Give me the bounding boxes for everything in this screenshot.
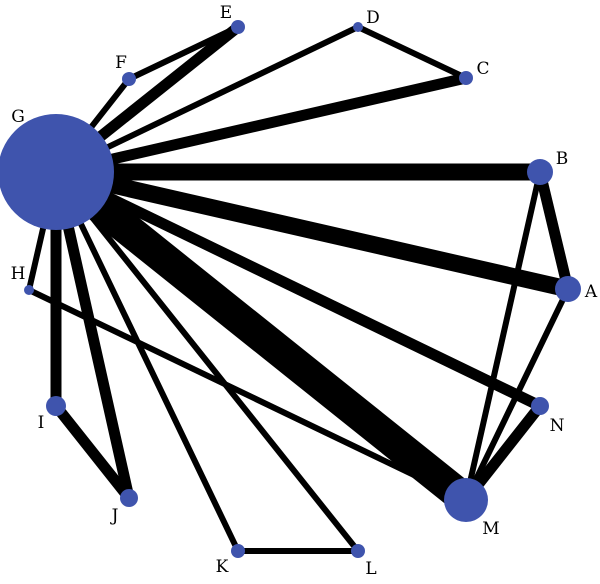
node-label-l: L [365, 559, 376, 579]
node-label-e: E [220, 3, 232, 23]
node-label-d: D [366, 8, 380, 28]
node-b [527, 159, 553, 185]
edge-h-m [27, 287, 468, 503]
node-l [351, 544, 365, 558]
edge-g-a [54, 163, 570, 298]
edge-g-n [53, 167, 543, 411]
node-h [24, 285, 34, 295]
node-d [353, 22, 363, 32]
node-label-g: G [11, 107, 25, 127]
node-label-i: I [38, 413, 45, 433]
labels-layer: A B C D E F G H I J K L M N [11, 3, 598, 579]
node-label-f: F [115, 53, 127, 73]
edge-g-c [54, 72, 468, 178]
node-label-k: K [216, 557, 229, 577]
node-label-b: B [556, 149, 569, 169]
node-i [46, 396, 66, 416]
node-e [231, 20, 245, 34]
node-label-c: C [476, 59, 489, 79]
edge-b-m [463, 171, 543, 501]
edge-e-f [127, 24, 240, 82]
edges-layer [26, 22, 574, 554]
node-label-h: H [11, 264, 26, 284]
node-n [531, 397, 549, 415]
node-label-a: A [584, 282, 598, 302]
node-f [122, 72, 136, 86]
node-m [444, 478, 488, 522]
node-label-j: J [110, 506, 119, 526]
node-label-n: N [550, 416, 565, 436]
nodes-layer [0, 20, 581, 558]
edge-b-a [534, 170, 574, 291]
edge-a-m [463, 287, 571, 502]
edge-i-j [51, 402, 134, 502]
node-j [120, 489, 138, 507]
node-c [459, 71, 473, 85]
node-a [555, 276, 581, 302]
node-label-m: M [482, 519, 499, 539]
edge-g-m [46, 159, 476, 513]
node-g [0, 114, 114, 230]
edge-d-c [356, 24, 468, 81]
edge-g-l [53, 170, 361, 553]
node-k [231, 544, 245, 558]
edge-g-k [53, 170, 241, 553]
